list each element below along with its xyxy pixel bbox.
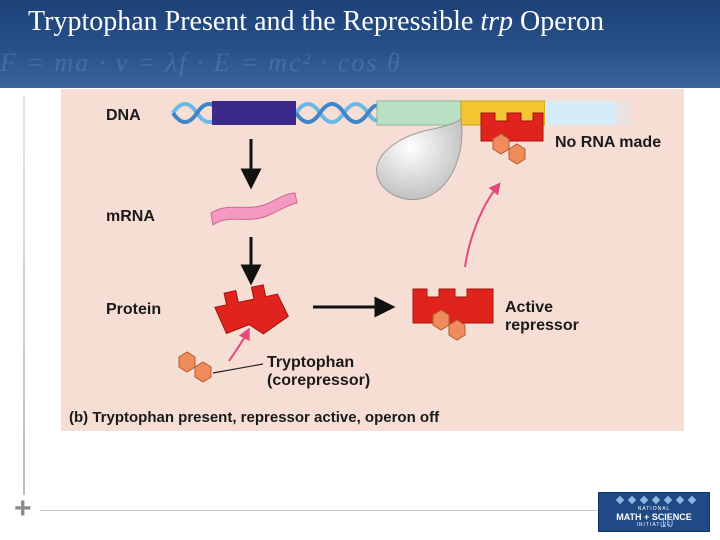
promoter-region (376, 100, 462, 126)
left-decorative-rule (23, 95, 25, 495)
inactive-repressor (214, 284, 289, 335)
logo-line-3: INITIATIVE (636, 522, 672, 528)
equation-watermark: F = ma · v = λf · E = mc² · cos θ (0, 48, 402, 77)
no-rna-made-label: No RNA made (555, 134, 662, 151)
tryptophan-on-operator-a (492, 133, 510, 155)
tryptophan-on-active-b (448, 319, 466, 341)
mrna-label: mRNA (106, 208, 155, 225)
arrow-trp-to-repressor (228, 327, 250, 362)
title-bar: F = ma · v = λf · E = mc² · cos θ Trypto… (0, 0, 720, 88)
figure-caption: (b) Tryptophan present, repressor active… (69, 409, 440, 426)
slide-title: Tryptophan Present and the Repressible t… (28, 6, 605, 37)
arrow-repressor-to-operator (464, 182, 501, 268)
tryptophan-on-operator-b (508, 143, 526, 165)
nmsi-logo: NATIONAL MATH + SCIENCE INITIATIVE (598, 492, 710, 532)
page-number: 10 (660, 516, 674, 530)
figure-graphics (171, 100, 629, 383)
structural-genes-region (545, 101, 629, 125)
trp-operon-figure: DNA mRNA Protein No RNA made Active repr… (61, 89, 684, 431)
tryptophan-leader-line (212, 363, 264, 374)
repressor-on-operator (480, 112, 544, 142)
logo-line-2: MATH + SCIENCE (616, 512, 692, 522)
rna-polymerase (376, 118, 463, 201)
tryptophan-corepressor-label: Tryptophan (corepressor) (267, 354, 371, 389)
logo-line-1: NATIONAL (637, 506, 671, 512)
protein-label: Protein (106, 301, 162, 318)
free-tryptophan-b (194, 361, 212, 383)
dna-label: DNA (106, 107, 141, 124)
tryptophan-on-active-a (432, 309, 450, 331)
active-repressor-label: Active repressor (505, 299, 579, 334)
mrna-strand (210, 192, 298, 226)
dna-helix-middle (294, 102, 383, 124)
regulatory-gene-trpR (212, 101, 296, 125)
active-repressor (412, 288, 494, 324)
bottom-decorative-rule (40, 510, 600, 511)
free-tryptophan-a (178, 351, 196, 373)
plus-icon: + (14, 492, 32, 525)
